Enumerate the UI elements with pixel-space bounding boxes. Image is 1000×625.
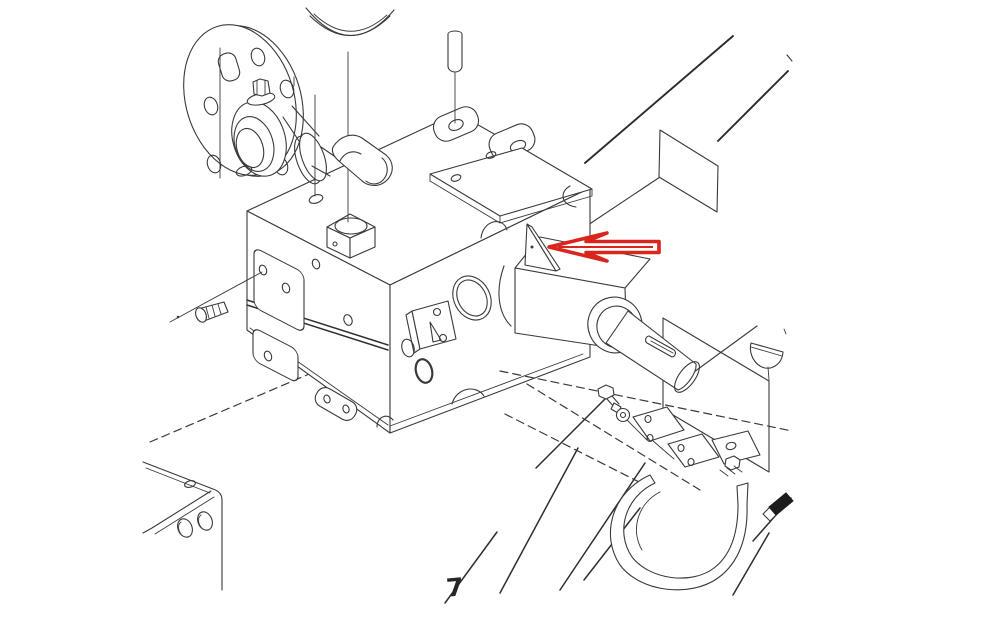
woodruff-key — [749, 342, 784, 381]
threaded-stud — [762, 492, 794, 522]
side-cover-panel — [584, 129, 719, 228]
input-flange — [183, 24, 297, 176]
lower-left-gearbox — [142, 461, 223, 591]
shim-plate-2 — [667, 433, 720, 468]
centerlines-dashed-right — [499, 370, 793, 491]
plug-screw — [169, 271, 263, 323]
input-flange-assembly — [183, 24, 393, 197]
thrust-washer-disc — [299, 132, 327, 182]
wedge-key — [524, 223, 561, 272]
clamp-band — [609, 474, 749, 591]
clamp-bracket — [711, 430, 761, 477]
output-boss — [514, 236, 784, 473]
mount-ear-1 — [432, 106, 480, 142]
washer — [615, 407, 631, 423]
reference-lines — [149, 35, 793, 604]
dowel-pin — [447, 30, 463, 124]
clamp-assembly — [597, 384, 794, 591]
o-ring — [452, 275, 492, 321]
fill-port-boss — [326, 213, 376, 259]
annotation-arrow — [547, 231, 661, 263]
seal-ring-crescent — [305, 7, 395, 37]
shim-plate-1 — [632, 406, 685, 442]
elbow-fitting — [331, 134, 393, 187]
part-number-label: 7 — [445, 572, 465, 602]
output-shaft — [605, 310, 700, 393]
hex-bolt — [597, 384, 622, 414]
centerline-dashed-left — [149, 362, 336, 443]
flange-bolt — [252, 78, 271, 97]
